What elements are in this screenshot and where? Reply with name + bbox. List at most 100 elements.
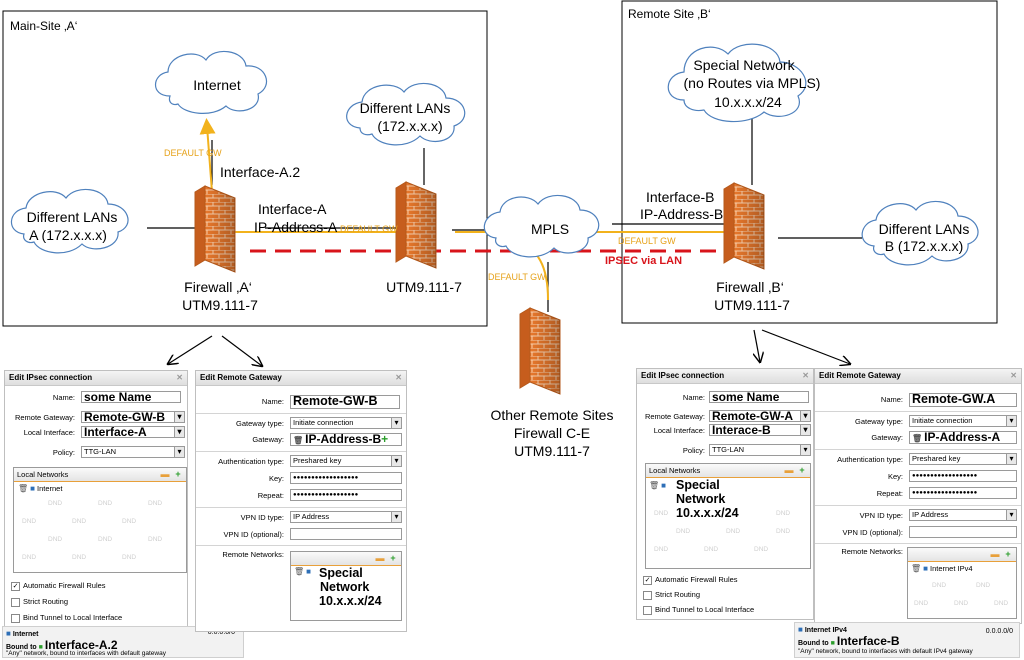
arrow-to-ipsec-a <box>168 335 213 364</box>
auto-firewall-checkbox[interactable]: ✓Automatic Firewall Rules <box>11 581 106 591</box>
policy-select[interactable]: TTG-LAN <box>709 444 811 456</box>
remote-gateway-select[interactable]: Remote-GW-B <box>81 411 185 423</box>
name-field[interactable]: Remote-GW-B <box>290 395 400 409</box>
status-network-name: Internet IPv4 <box>804 627 847 634</box>
close-icon[interactable]: ✕ <box>176 373 183 382</box>
gateway-field[interactable]: 🗑IP-Address-B+ <box>290 433 402 446</box>
add-icon[interactable]: + <box>390 553 396 563</box>
checkbox-box <box>11 613 20 623</box>
lans-a-line2: A (172.x.x.x) <box>29 227 107 243</box>
repeat-field[interactable]: ●●●●●●●●●●●●●●●●●● <box>290 489 402 501</box>
trash-icon[interactable]: 🗑 <box>649 481 660 490</box>
list-item[interactable]: 🗑■ <box>649 481 668 490</box>
ip-address-b-label: IP-Address-B <box>640 206 723 222</box>
add-icon[interactable]: + <box>1005 549 1011 559</box>
network-name: Internet <box>37 484 63 493</box>
dnd-placeholder: DND <box>654 510 669 517</box>
dnd-placeholder: DND <box>704 546 719 553</box>
check-icon: ✓ <box>11 581 20 591</box>
other-sites-line2: Firewall C-E <box>514 425 590 441</box>
ip-address-a-label: IP-Address-A <box>254 219 338 235</box>
network-icon: ■ <box>923 564 928 573</box>
dnd-placeholder: DND <box>72 554 87 561</box>
site-a-label: Main-Site ‚A‘ <box>10 19 77 33</box>
trash-icon[interactable]: 🗑 <box>293 436 304 445</box>
bind-tunnel-checkbox[interactable]: Bind Tunnel to Local Interface <box>643 605 754 615</box>
local-interface-select[interactable]: Interface-A <box>81 426 185 438</box>
interface-b-label: Interface-B <box>646 189 714 205</box>
name-field[interactable]: Remote-GW.A <box>909 393 1017 407</box>
dialog-header: Edit IPsec connection✕ <box>637 369 813 384</box>
dnd-placeholder: DND <box>776 510 791 517</box>
list-item[interactable]: 🗑■Internet IPv4 <box>911 564 973 573</box>
trash-icon[interactable]: 🗑 <box>294 567 305 576</box>
dnd-placeholder: DND <box>22 518 37 525</box>
gateway-field[interactable]: 🗑IP-Address-A <box>909 431 1017 444</box>
vpn-id-type-select[interactable]: IP Address <box>290 511 402 523</box>
name-field[interactable]: some Name <box>709 391 809 403</box>
local-networks-label: Local Networks <box>17 470 69 479</box>
cloud-special <box>667 43 807 123</box>
dnd-placeholder: DND <box>148 536 163 543</box>
auth-type-label: Authentication type: <box>218 457 284 466</box>
folder-icon[interactable]: ▬ <box>990 549 1000 559</box>
folder-icon[interactable]: ▬ <box>160 469 170 479</box>
gateway-type-select[interactable]: Initiate connection <box>290 417 402 429</box>
close-icon[interactable]: ✕ <box>1010 371 1017 380</box>
cloud-lans-b <box>861 200 979 266</box>
vpn-id-field[interactable] <box>290 528 402 540</box>
status-note: "Any" network, bound to interfaces with … <box>798 648 973 655</box>
auto-firewall-checkbox[interactable]: ✓Automatic Firewall Rules <box>643 575 738 585</box>
strict-routing-checkbox[interactable]: Strict Routing <box>11 597 68 607</box>
dnd-placeholder: DND <box>776 528 791 535</box>
strict-routing-label: Strict Routing <box>23 597 69 606</box>
repeat-field[interactable]: ●●●●●●●●●●●●●●●●●● <box>909 487 1017 499</box>
strict-routing-checkbox[interactable]: Strict Routing <box>643 590 700 600</box>
ipsec-dialog-a: Edit IPsec connection✕ Name:some Name Re… <box>4 370 188 628</box>
vpn-id-type-select[interactable]: IP Address <box>909 509 1017 521</box>
list-item[interactable]: 🗑■Internet <box>18 484 62 493</box>
list-item[interactable]: 🗑■ <box>294 567 313 576</box>
utm-mid-label: UTM9.111-7 <box>386 279 462 295</box>
trash-icon[interactable]: 🗑 <box>18 484 29 493</box>
network-name: Special Network 10.x.x.x/24 <box>319 566 382 608</box>
network-name: Internet IPv4 <box>930 564 973 573</box>
bind-tunnel-checkbox[interactable]: Bind Tunnel to Local Interface <box>11 613 122 623</box>
policy-label: Policy: <box>682 446 705 455</box>
key-field[interactable]: ●●●●●●●●●●●●●●●●●● <box>290 472 402 484</box>
auth-type-select[interactable]: Preshared key <box>290 455 402 467</box>
trash-icon[interactable]: 🗑 <box>911 564 922 573</box>
policy-select[interactable]: TTG-LAN <box>81 446 185 458</box>
gateway-type-select[interactable]: Initiate connection <box>909 415 1017 427</box>
trash-icon[interactable]: 🗑 <box>912 434 923 443</box>
name-field[interactable]: some Name <box>81 391 181 403</box>
name-label: Name: <box>261 397 284 406</box>
firewall-b-icon <box>723 182 765 270</box>
key-field[interactable]: ●●●●●●●●●●●●●●●●●● <box>909 470 1017 482</box>
dnd-placeholder: DND <box>976 582 991 589</box>
remote-gateway-select[interactable]: Remote-GW-A <box>709 410 811 422</box>
remote-gateway-label: Remote Gateway: <box>644 412 705 421</box>
folder-icon[interactable]: ▬ <box>375 553 385 563</box>
interface-icon: ■ <box>38 644 43 651</box>
special-line3: 10.x.x.x/24 <box>714 94 782 110</box>
interface-a2-label: Interface-A.2 <box>220 164 300 180</box>
close-icon[interactable]: ✕ <box>802 371 809 380</box>
vpn-id-field[interactable] <box>909 526 1017 538</box>
dnd-placeholder: DND <box>122 554 137 561</box>
add-icon[interactable]: + <box>175 469 181 479</box>
firewall-b-line2: UTM9.111-7 <box>714 297 790 313</box>
auth-type-select[interactable]: Preshared key <box>909 453 1017 465</box>
divider <box>196 451 406 452</box>
dnd-placeholder: DND <box>954 600 969 607</box>
folder-icon[interactable]: ▬ <box>784 465 794 475</box>
firewall-b-line1: Firewall ‚B‘ <box>716 279 784 295</box>
dnd-placeholder: DND <box>98 500 113 507</box>
local-interface-select[interactable]: Interace-B <box>709 424 811 436</box>
add-icon[interactable]: + <box>381 433 389 446</box>
close-icon[interactable]: ✕ <box>395 373 402 382</box>
other-sites-line1: Other Remote Sites <box>491 407 614 423</box>
default-gw-mid: DEFAULT GW <box>340 224 398 234</box>
add-icon[interactable]: + <box>799 465 805 475</box>
divider <box>196 545 406 546</box>
